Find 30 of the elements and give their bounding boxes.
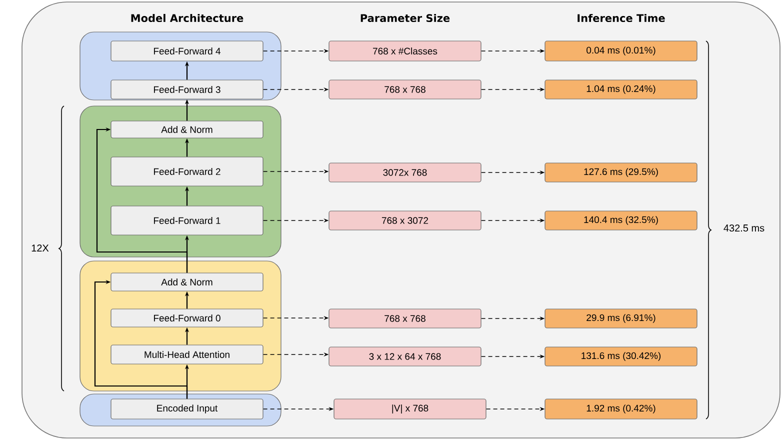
layer-box: Encoded Input xyxy=(110,398,264,420)
arrow xyxy=(96,127,188,273)
layer-box: Multi-Head Attention xyxy=(110,344,264,364)
repeat-count: 12X xyxy=(32,244,49,252)
parameter-box: 3072x 768 xyxy=(328,162,482,182)
column-heading: Parameter Size xyxy=(360,14,450,22)
column-heading: Model Architecture xyxy=(131,14,244,22)
column-heading: Inference Time xyxy=(578,14,665,22)
parameter-box: 768 x 768 xyxy=(328,80,482,100)
parameter-box: 768 x 3072 xyxy=(328,210,482,230)
parameter-box: 768 x 768 xyxy=(328,308,482,328)
layer-box: Feed-Forward 3 xyxy=(110,80,264,100)
time-box: 1.92 ms (0.42%) xyxy=(544,398,698,420)
layer-box: Add & Norm xyxy=(110,120,264,138)
time-box: 29.9 ms (6.91%) xyxy=(544,308,698,328)
parameter-box: 768 x #Classes xyxy=(328,40,482,62)
layer-box: Feed-Forward 1 xyxy=(110,206,264,236)
time-box: 127.6 ms (29.5%) xyxy=(544,162,698,182)
total-time: 432.5 ms xyxy=(724,224,764,232)
time-box: 0.04 ms (0.01%) xyxy=(544,40,698,62)
parameter-box: |V| x 768 xyxy=(334,398,486,420)
parameter-box: 3 x 12 x 64 x 768 xyxy=(328,346,482,366)
layer-box: Add & Norm xyxy=(110,272,264,292)
arrow xyxy=(94,280,188,399)
layer-box: Feed-Forward 2 xyxy=(110,156,264,186)
layer-box: Feed-Forward 0 xyxy=(110,308,264,328)
layer-box: Feed-Forward 4 xyxy=(110,40,264,62)
time-box: 131.6 ms (30.42%) xyxy=(544,346,698,366)
time-box: 1.04 ms (0.24%) xyxy=(544,80,698,100)
time-box: 140.4 ms (32.5%) xyxy=(544,210,698,230)
